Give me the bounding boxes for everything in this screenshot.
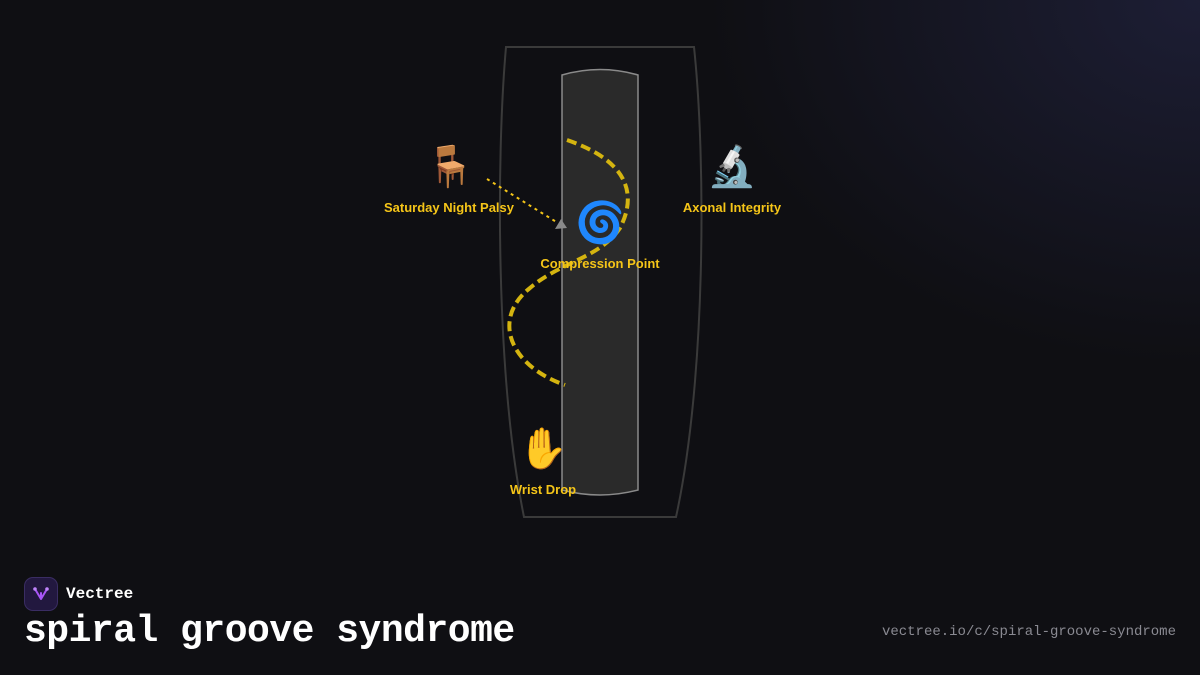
node-label-compression-point: Compression Point [540,256,660,271]
page-url: vectree.io/c/spiral-groove-syndrome [881,624,1176,640]
spiral-icon: 🌀 [575,198,625,246]
node-compression-point: 🌀 Compression Point [540,198,660,271]
humerus-bone [561,68,639,496]
radial-nerve-path [507,138,630,387]
hand-icon: ✋ [518,425,568,472]
node-label-axonal-integrity: Axonal Integrity [683,200,782,215]
compression-arrowhead [555,219,567,229]
node-label-saturday-night-palsy: Saturday Night Palsy [384,200,515,215]
brand-name: Vectree [66,585,134,603]
node-saturday-night-palsy: 🪑 Saturday Night Palsy [384,143,515,215]
chair-icon: 🪑 [425,143,475,190]
node-label-wrist-drop: Wrist Drop [510,482,576,497]
arm-outline [498,46,703,518]
vectree-logo-icon [24,577,58,611]
brand: Vectree [24,577,133,611]
node-wrist-drop: ✋ Wrist Drop [510,425,576,497]
microscope-icon: 🔬 [707,142,757,190]
node-axonal-integrity: 🔬 Axonal Integrity [683,142,782,215]
page-title: spiral groove syndrome [24,610,515,653]
